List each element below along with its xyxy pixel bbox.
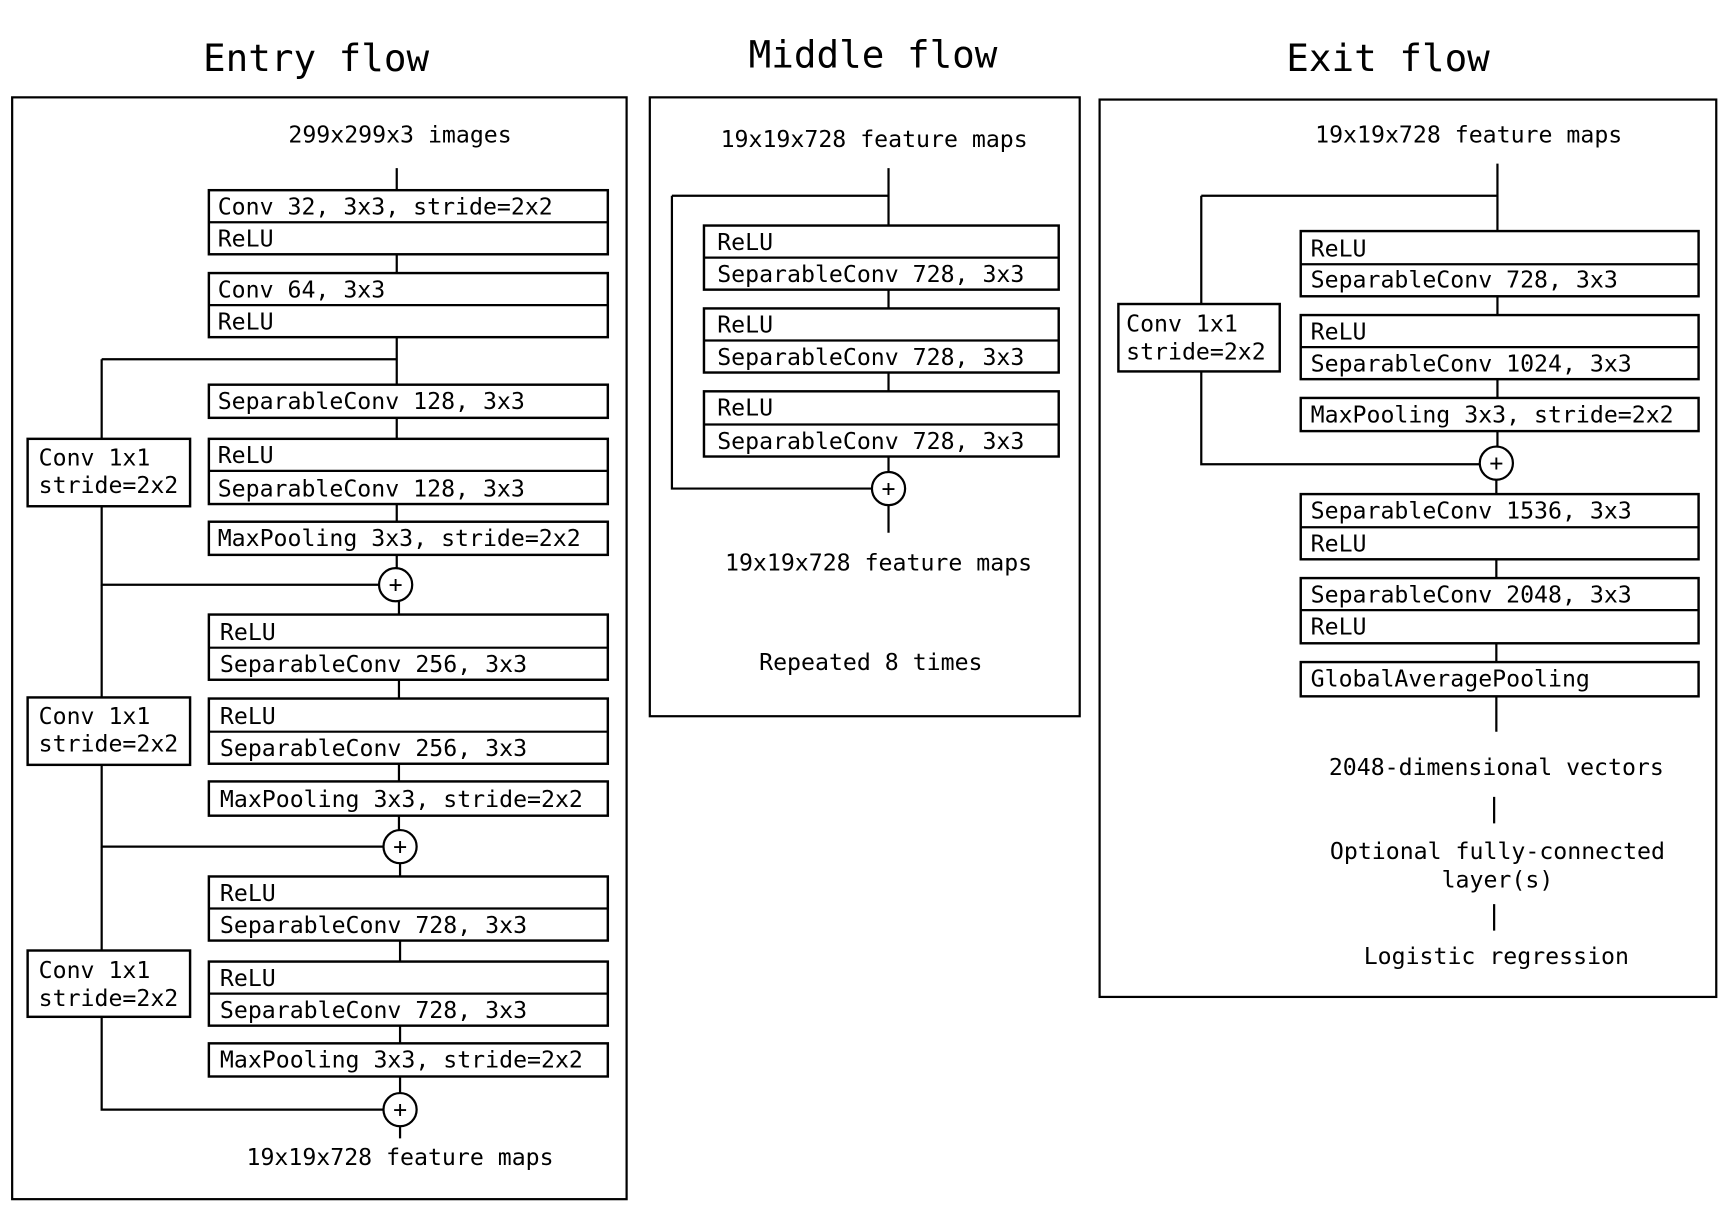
layer-label: SeparableConv 728, 3x3 [717, 344, 1024, 371]
layer-label: MaxPooling 3x3, stride=2x2 [220, 786, 583, 813]
entry-shortcut-conv-3: Conv 1x1 stride=2x2 [26, 949, 192, 1019]
entry-add-node-1: + [377, 567, 414, 603]
layer-label: GlobalAveragePooling [1311, 665, 1590, 692]
layer-label: SeparableConv 1024, 3x3 [1311, 350, 1632, 377]
entry-block-maxpool-2: MaxPooling 3x3, stride=2x2 [207, 780, 610, 817]
layer-label: SeparableConv 728, 3x3 [220, 997, 527, 1024]
exit-flow-title: Exit flow [1286, 36, 1490, 80]
layer-label: Conv 1x1 [39, 703, 151, 730]
entry-block-sepconv128-a: SeparableConv 128, 3x3 [207, 383, 610, 420]
layer-label: Conv 1x1 [1126, 311, 1238, 338]
layer-label: SeparableConv 1536, 3x3 [1311, 497, 1632, 524]
layer-label: ReLU [220, 965, 276, 992]
plus-icon: + [393, 833, 407, 860]
entry-flow: Entry flow 299x299x3 images Conv 32, 3x3… [11, 36, 628, 1201]
layer-label: SeparableConv 256, 3x3 [220, 735, 527, 762]
exit-block-sepconv1536: SeparableConv 1536, 3x3 ReLU [1299, 492, 1700, 561]
middle-add-node: + [870, 470, 907, 507]
middle-input-label: 19x19x728 feature maps [721, 126, 1028, 153]
exit-block-global-avg-pool: GlobalAveragePooling [1299, 660, 1700, 698]
middle-output-label: 19x19x728 feature maps [725, 549, 1032, 576]
entry-flow-title: Entry flow [203, 36, 430, 80]
exit-fc-label-line2: layer(s) [1442, 867, 1554, 894]
entry-input-label: 299x299x3 images [288, 122, 511, 149]
exit-shortcut-conv: Conv 1x1 stride=2x2 [1117, 302, 1281, 373]
entry-block-maxpool-1: MaxPooling 3x3, stride=2x2 [207, 520, 610, 557]
layer-label: stride=2x2 [39, 985, 179, 1012]
exit-block-maxpool: MaxPooling 3x3, stride=2x2 [1299, 396, 1700, 433]
middle-connectors [670, 168, 890, 533]
exit-output-label: 2048-dimensional vectors [1329, 754, 1664, 781]
entry-add-node-3: + [382, 1091, 418, 1128]
middle-block-1: ReLU SeparableConv 728, 3x3 [702, 224, 1060, 291]
layer-label: Conv 1x1 [39, 444, 151, 471]
layer-label: stride=2x2 [39, 472, 179, 499]
layer-label: ReLU [717, 395, 773, 422]
entry-block-sepconv256-b: ReLU SeparableConv 256, 3x3 [207, 697, 610, 765]
entry-block-sepconv128-b: ReLU SeparableConv 128, 3x3 [207, 437, 610, 506]
plus-icon: + [393, 1096, 407, 1123]
plus-icon: + [389, 571, 403, 598]
entry-block-maxpool-3: MaxPooling 3x3, stride=2x2 [207, 1042, 610, 1078]
layer-label: ReLU [218, 226, 274, 253]
layer-label: SeparableConv 728, 3x3 [717, 428, 1024, 455]
exit-fc-label-line1: Optional fully-connected [1330, 838, 1665, 865]
layer-label: MaxPooling 3x3, stride=2x2 [1311, 401, 1674, 428]
exit-block-sepconv728: ReLU SeparableConv 728, 3x3 [1299, 229, 1700, 298]
layer-label: ReLU [220, 703, 276, 730]
layer-label: stride=2x2 [39, 731, 179, 758]
layer-label: SeparableConv 256, 3x3 [220, 651, 527, 678]
entry-shortcut-conv-1: Conv 1x1 stride=2x2 [26, 437, 192, 508]
plus-icon: + [1489, 450, 1503, 477]
layer-label: ReLU [717, 229, 773, 256]
entry-block-sepconv728-b: ReLU SeparableConv 728, 3x3 [207, 960, 610, 1027]
layer-label: SeparableConv 128, 3x3 [218, 388, 525, 415]
layer-label: ReLU [1311, 318, 1367, 345]
exit-flow-frame [1098, 98, 1718, 999]
layer-label: SeparableConv 728, 3x3 [1311, 266, 1618, 293]
layer-label: MaxPooling 3x3, stride=2x2 [220, 1047, 583, 1074]
layer-label: ReLU [220, 619, 276, 646]
middle-flow-frame [648, 96, 1081, 718]
entry-block-sepconv256-a: ReLU SeparableConv 256, 3x3 [207, 613, 610, 681]
layer-label: Conv 64, 3x3 [218, 276, 386, 303]
layer-label: stride=2x2 [1126, 338, 1266, 365]
entry-output-label: 19x19x728 feature maps [246, 1144, 553, 1171]
exit-connectors [1200, 163, 1499, 931]
layer-label: Conv 32, 3x3, stride=2x2 [218, 193, 553, 220]
entry-block-conv32: Conv 32, 3x3, stride=2x2 ReLU [207, 188, 610, 256]
middle-flow: Middle flow 19x19x728 feature maps ReLU … [648, 33, 1081, 718]
exit-block-sepconv2048: SeparableConv 2048, 3x3 ReLU [1299, 576, 1700, 645]
entry-shortcut-conv-2: Conv 1x1 stride=2x2 [26, 696, 192, 767]
exit-block-sepconv1024: ReLU SeparableConv 1024, 3x3 [1299, 313, 1700, 381]
exit-flow: Exit flow 19x19x728 feature maps ReLU Se… [1098, 36, 1718, 999]
layer-label: SeparableConv 128, 3x3 [218, 475, 525, 502]
layer-label: SeparableConv 2048, 3x3 [1311, 581, 1632, 608]
layer-label: ReLU [1311, 613, 1367, 640]
layer-label: ReLU [218, 308, 274, 335]
entry-block-sepconv728-a: ReLU SeparableConv 728, 3x3 [207, 875, 610, 942]
middle-flow-title: Middle flow [749, 33, 998, 77]
layer-label: Conv 1x1 [39, 957, 151, 984]
layer-label: ReLU [218, 442, 274, 469]
layer-label: ReLU [717, 312, 773, 339]
plus-icon: + [882, 475, 896, 502]
exit-add-node: + [1478, 445, 1515, 481]
middle-block-2: ReLU SeparableConv 728, 3x3 [702, 307, 1060, 374]
entry-add-node-2: + [382, 828, 418, 865]
exit-input-label: 19x19x728 feature maps [1315, 122, 1622, 149]
layer-label: SeparableConv 728, 3x3 [220, 912, 527, 939]
layer-label: MaxPooling 3x3, stride=2x2 [218, 525, 581, 552]
middle-repeat-note: Repeated 8 times [759, 649, 982, 676]
middle-block-3: ReLU SeparableConv 728, 3x3 [702, 390, 1060, 458]
entry-connectors [100, 168, 402, 1139]
entry-block-conv64: Conv 64, 3x3 ReLU [207, 271, 610, 339]
exit-final-label: Logistic regression [1364, 943, 1629, 970]
layer-label: ReLU [220, 880, 276, 907]
layer-label: SeparableConv 728, 3x3 [717, 261, 1024, 288]
layer-label: ReLU [1311, 235, 1367, 262]
layer-label: ReLU [1311, 531, 1367, 558]
entry-flow-frame [11, 96, 628, 1201]
